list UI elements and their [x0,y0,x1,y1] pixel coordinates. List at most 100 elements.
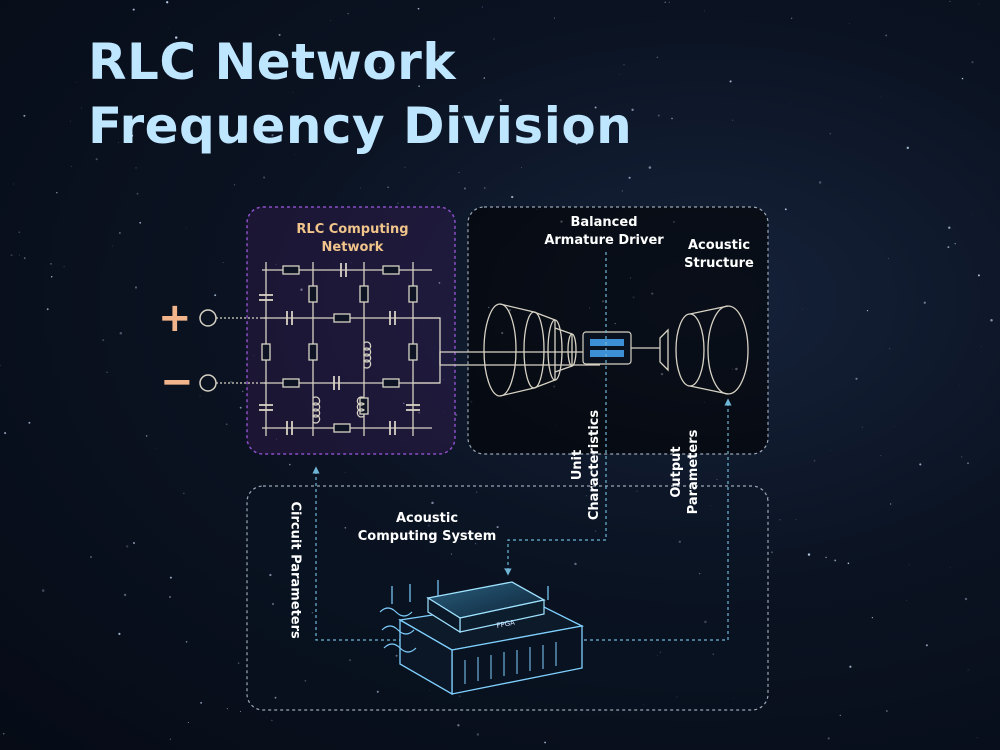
star [671,117,673,120]
star [50,276,53,278]
star [949,566,951,568]
star [239,406,242,409]
star [19,254,20,256]
star [880,96,882,98]
star [784,208,787,211]
star [4,432,7,435]
star [990,319,993,322]
star [50,263,52,265]
star [961,456,963,458]
star [704,10,705,12]
star [813,459,816,462]
star [271,719,273,722]
star [461,116,464,119]
star [779,519,781,521]
star [155,448,156,450]
star [636,490,638,492]
star [311,611,314,614]
star [889,348,891,350]
star [0,364,1,367]
minus-terminal-sign: − [160,359,194,405]
unit-characteristics-label: Unit Characteristics [570,409,602,521]
star [263,176,266,179]
star [126,545,129,548]
star [729,80,732,83]
star [416,405,418,407]
star [10,254,13,257]
star [271,602,275,606]
star [418,411,421,414]
star [656,56,659,59]
star [187,722,189,724]
star [344,472,346,474]
star [967,669,969,671]
star [972,213,973,215]
star [174,36,178,39]
star [923,301,926,304]
star [476,733,480,736]
star [847,562,850,565]
star [247,361,249,363]
star [890,503,892,505]
star [771,551,773,554]
star [70,120,71,122]
star [481,6,483,8]
star [585,494,588,497]
star [112,245,114,247]
star [351,262,352,263]
star [95,158,98,161]
star [397,202,399,205]
star [292,92,294,94]
star [18,231,21,234]
star [880,455,882,457]
star [253,355,254,356]
star [403,402,405,404]
star [240,711,241,712]
star [278,33,281,36]
star [906,146,910,150]
star [438,282,441,284]
chip-label: FPGA [496,619,516,630]
star [818,181,822,184]
star [678,540,682,544]
star [887,257,889,259]
star [169,738,172,740]
star [861,426,863,428]
star [458,172,460,173]
star [300,288,303,291]
star [169,596,171,598]
plus-terminal-node [199,309,217,327]
star [41,589,45,592]
driver-box [467,206,769,455]
page-title: RLC Network Frequency Division [88,30,632,158]
star [834,559,837,562]
star [148,125,149,127]
star [767,496,769,499]
star [118,141,120,144]
star [132,8,135,11]
acoustic-computing-label: Acoustic Computing System [357,511,497,544]
star [475,491,478,493]
balanced-armature-unit [582,331,660,365]
star [439,55,442,58]
star [657,655,658,656]
star [23,257,26,259]
star [2,732,5,735]
star [139,221,142,224]
star [954,243,956,245]
star [145,435,148,437]
star [168,27,169,29]
star [348,659,352,662]
star [977,274,980,277]
star [949,0,951,2]
star [664,1,666,4]
star [134,286,138,289]
star [790,102,791,103]
star [450,553,452,555]
star [395,654,398,657]
rlc-network-label: RLC Computing Network [296,222,409,255]
star [947,246,950,249]
star [825,556,827,559]
star [527,707,529,708]
output-parameters-label: Output Parameters [669,429,701,515]
